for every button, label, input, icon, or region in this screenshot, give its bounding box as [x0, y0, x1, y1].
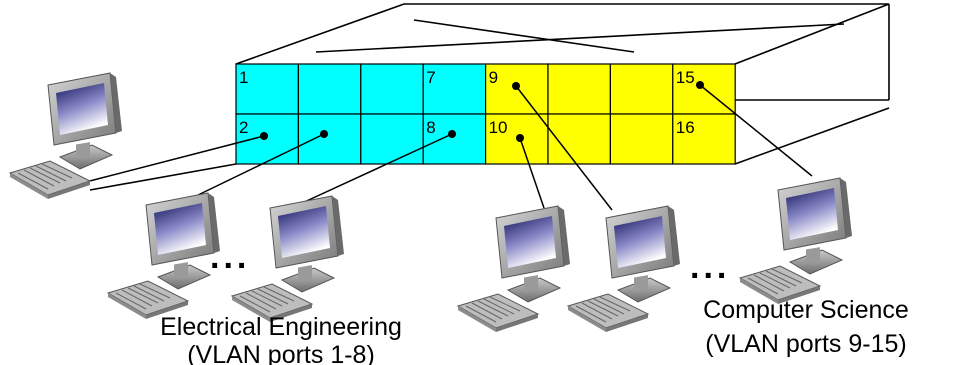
- switch-port-p16: [672, 113, 736, 165]
- computer-icon: [457, 205, 571, 333]
- port-label: 2: [239, 118, 248, 137]
- switch-body: [89, 3, 890, 191]
- port-dots: [260, 81, 704, 142]
- switch-port-p4: [297, 113, 362, 165]
- computer-icon: [739, 177, 853, 305]
- switch-port-p5: [360, 63, 424, 115]
- switch-port-p6: [360, 113, 424, 165]
- cs-ellipsis: ...: [690, 248, 730, 286]
- switch-port-p2: [235, 113, 300, 165]
- cables: [77, 84, 813, 211]
- switch-port-p13: [609, 63, 674, 115]
- ee-ports-caption: (VLAN ports 1-8): [187, 341, 375, 365]
- computer-icon: [567, 205, 681, 333]
- port-label: 7: [426, 68, 435, 87]
- port-label: 1: [239, 68, 248, 87]
- port-label: 9: [489, 68, 498, 87]
- cs-group-name: Computer Science: [703, 296, 909, 324]
- switch-port-p8: [422, 113, 487, 165]
- port-label: 8: [426, 118, 435, 137]
- switch-port-p14: [609, 113, 674, 165]
- cs-ports-caption: (VLAN ports 9-15): [705, 330, 906, 358]
- switch-port-p3: [297, 63, 362, 115]
- port-label: 15: [676, 68, 695, 87]
- ee-ellipsis: ...: [210, 238, 250, 276]
- switch-port-grid: 1 2 7 8 9 10 15 16: [235, 63, 736, 165]
- port-label: 16: [676, 118, 695, 137]
- port-label: 10: [489, 118, 508, 137]
- ee-group-name: Electrical Engineering: [160, 313, 402, 341]
- switch-port-p7: [422, 63, 487, 115]
- computer-icon: [9, 72, 123, 200]
- switch-port-p11: [547, 63, 612, 115]
- computer-icon: [107, 192, 221, 320]
